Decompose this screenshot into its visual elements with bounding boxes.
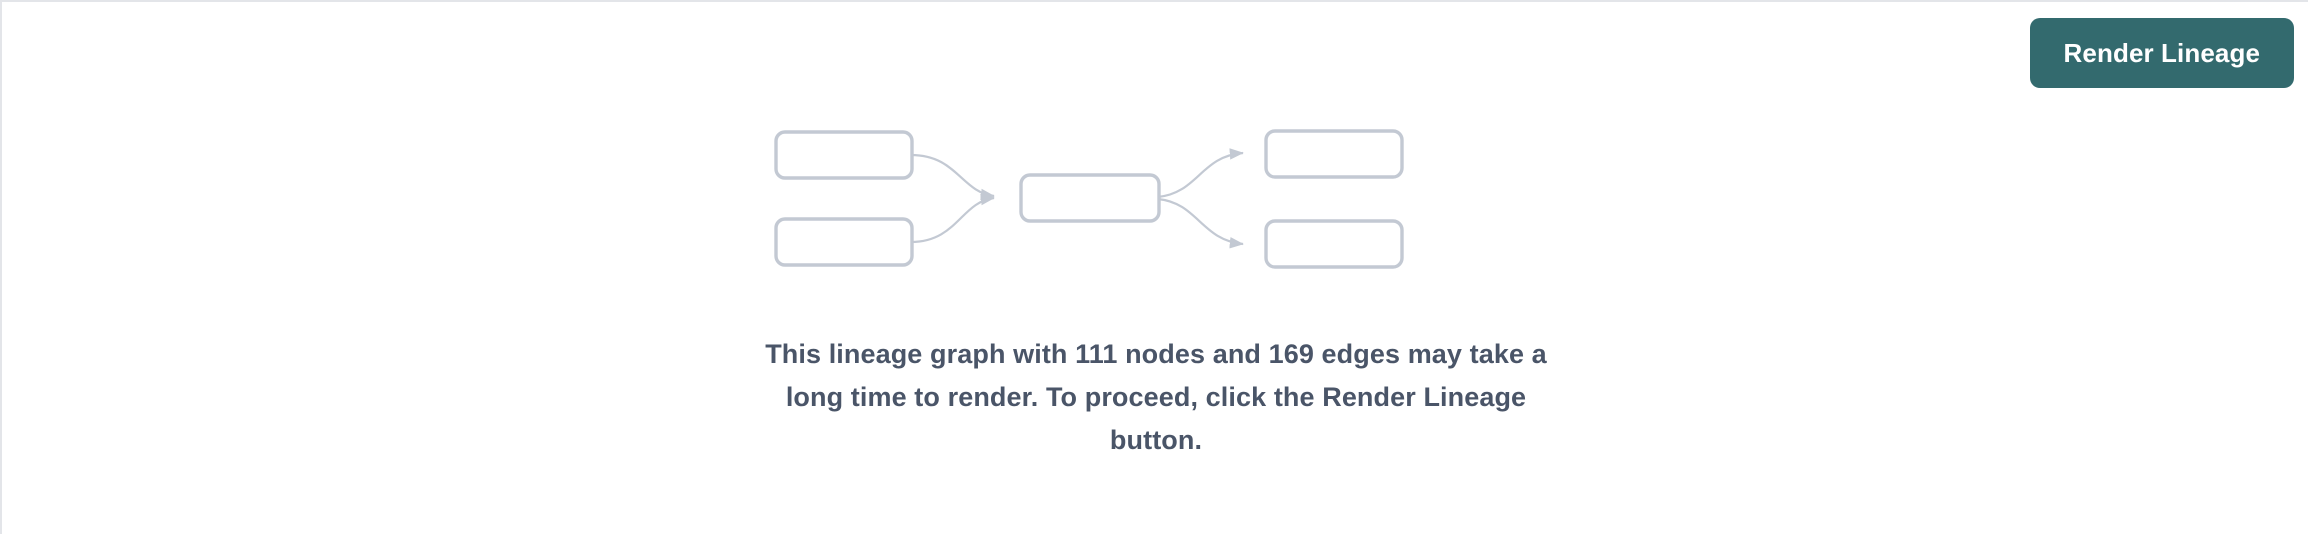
edge-center-to-downstream-1	[1157, 148, 1244, 199]
render-lineage-button[interactable]: Render Lineage	[2029, 18, 2294, 88]
lineage-nodes	[774, 129, 1404, 269]
lineage-empty-message: This lineage graph with 111 nodes and 16…	[765, 339, 1547, 455]
lineage-node-downstream-1	[1264, 129, 1404, 179]
lineage-toolbar: Render Lineage	[2029, 18, 2294, 88]
lineage-empty-state: This lineage graph with 111 nodes and 16…	[2, 120, 2308, 489]
lineage-placeholder-graphic	[774, 129, 1404, 269]
lineage-edges	[910, 148, 1244, 249]
lineage-node-upstream-2	[774, 217, 914, 267]
edge-upstream-2-to-center	[910, 193, 995, 244]
edge-upstream-1-to-center	[910, 153, 995, 201]
lineage-node-upstream-1	[774, 130, 914, 180]
lineage-node-downstream-2	[1264, 219, 1404, 269]
lineage-node-center	[1019, 173, 1161, 223]
edge-center-to-downstream-2	[1157, 197, 1244, 249]
